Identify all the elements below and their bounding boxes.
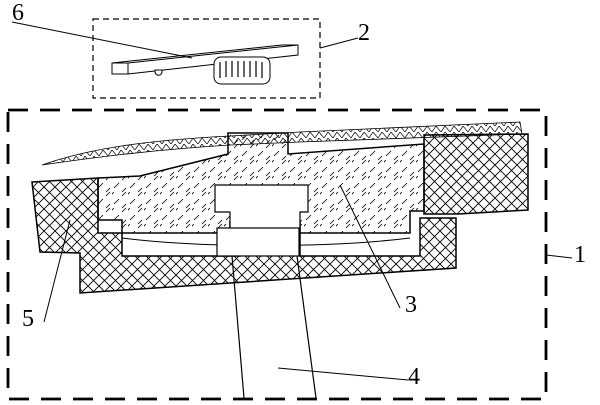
label-4: 4 [408, 364, 420, 390]
shaft [216, 227, 317, 399]
serrated-edge [41, 121, 523, 166]
label-2: 2 [358, 20, 370, 46]
central-body [97, 132, 425, 234]
leader-lines [11, 21, 573, 381]
main-dashed-boundary [6, 108, 548, 401]
label-6: 6 [12, 0, 24, 26]
label-1: 1 [574, 242, 586, 268]
bar-element [111, 44, 299, 76]
inner-cavity [214, 184, 309, 233]
label-3: 3 [405, 292, 417, 318]
spring-element [213, 56, 271, 85]
detail-box [92, 18, 321, 99]
housing-right [423, 133, 529, 215]
label-5: 5 [22, 306, 34, 332]
